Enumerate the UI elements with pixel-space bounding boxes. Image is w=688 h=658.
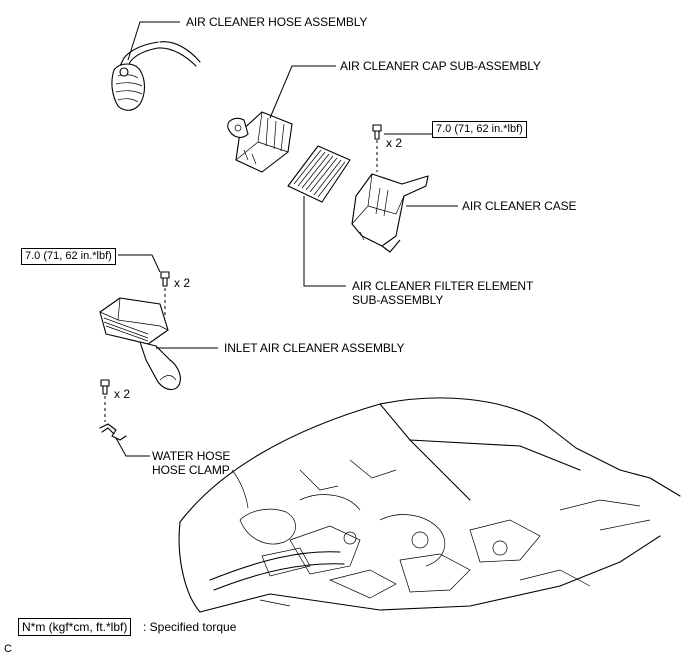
torque-box-case-bolts: 7.0 (71, 62 in.*lbf) [432,121,527,138]
label-air-cleaner-filter-line2: SUB-ASSEMBLY [352,293,444,307]
label-inlet-air-cleaner-assembly: INLET AIR CLEANER ASSEMBLY [224,341,405,355]
label-air-cleaner-cap-sub-assembly: AIR CLEANER CAP SUB-ASSEMBLY [340,59,541,73]
leader-lines [115,21,458,457]
clamp-bolt-drawing [100,379,110,422]
legend-description: : Specified torque [143,620,237,634]
label-water-hose-line1: WATER HOSE [152,449,231,463]
label-hose-clamp-line2: HOSE CLAMP [152,463,230,477]
qty-case-bolts: x 2 [386,136,403,150]
corner-mark: C [4,643,12,655]
qty-clamp-bolts: x 2 [114,387,131,401]
label-air-cleaner-case: AIR CLEANER CASE [462,199,577,213]
label-air-cleaner-filter-line1: AIR CLEANER FILTER ELEMENT [352,279,534,293]
legend-unit-box: N*m (kgf*cm, ft.*lbf) [18,618,132,636]
label-air-cleaner-hose-assembly: AIR CLEANER HOSE ASSEMBLY [186,15,368,29]
air-cleaner-cap-drawing [227,111,293,173]
inlet-bolt-drawing [160,271,170,318]
qty-inlet-bolts: x 2 [174,276,191,290]
water-hose-clamp-drawing [99,423,127,441]
inlet-air-cleaner-drawing [99,297,181,391]
torque-box-inlet-bolts: 7.0 (71, 62 in.*lbf) [21,248,116,265]
air-cleaner-filter-drawing [287,145,351,203]
air-cleaner-case-drawing [351,173,429,253]
air-cleaner-hose-assembly-drawing [111,41,201,111]
case-bolt-drawing [372,124,382,172]
vehicle-engine-bay-drawing [178,397,681,613]
